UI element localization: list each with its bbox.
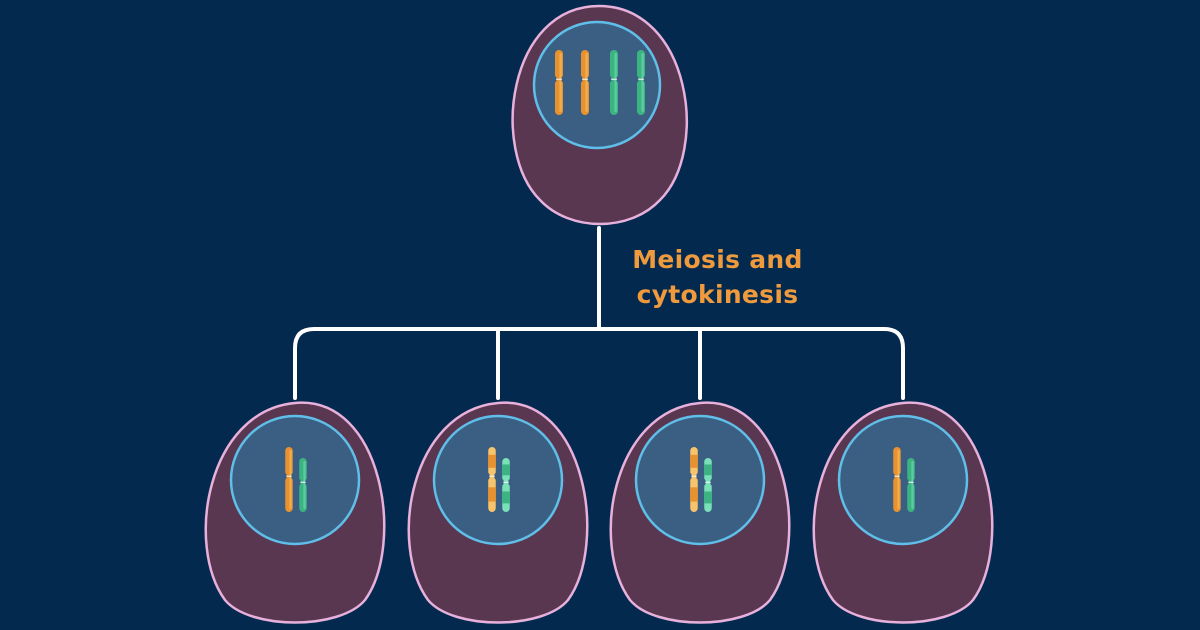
daughter-nucleus	[634, 414, 766, 546]
parent-chromosome-green	[636, 50, 646, 115]
connector-bar	[293, 327, 905, 400]
parent-chromosome-orange	[554, 50, 564, 115]
process-label-line-1: Meiosis and	[632, 245, 803, 274]
daughter-chromosomes	[284, 447, 308, 512]
parent-chromosomes	[554, 50, 646, 115]
daughter-nucleus	[229, 414, 361, 546]
daughter-chromosome-orange	[689, 447, 699, 512]
daughter-cell-4	[812, 401, 994, 624]
process-label: Meiosis and cytokinesis	[610, 242, 825, 312]
connector-lines	[293, 226, 905, 400]
process-label-line-2: cytokinesis	[636, 280, 799, 309]
parent-chromosome-orange	[580, 50, 590, 115]
daughter-chromosome-green	[298, 458, 308, 512]
daughter-cell-3	[609, 401, 791, 624]
daughter-cell-1	[204, 401, 386, 624]
daughter-cell-2	[407, 401, 589, 624]
daughter-nucleus	[837, 414, 969, 546]
daughter-chromosome-orange	[284, 447, 294, 512]
daughter-chromosome-green	[501, 458, 511, 512]
daughter-chromosome-orange	[892, 447, 902, 512]
daughter-chromosomes	[892, 447, 916, 512]
daughter-chromosomes	[487, 447, 511, 512]
daughter-chromosome-green	[703, 458, 713, 512]
daughter-nucleus	[432, 414, 564, 546]
parent-nucleus	[532, 20, 662, 150]
daughter-chromosome-orange	[487, 447, 497, 512]
parent-cell	[511, 4, 688, 226]
parent-chromosome-green	[609, 50, 619, 115]
daughter-chromosomes	[689, 447, 713, 512]
daughter-chromosome-green	[906, 458, 916, 512]
